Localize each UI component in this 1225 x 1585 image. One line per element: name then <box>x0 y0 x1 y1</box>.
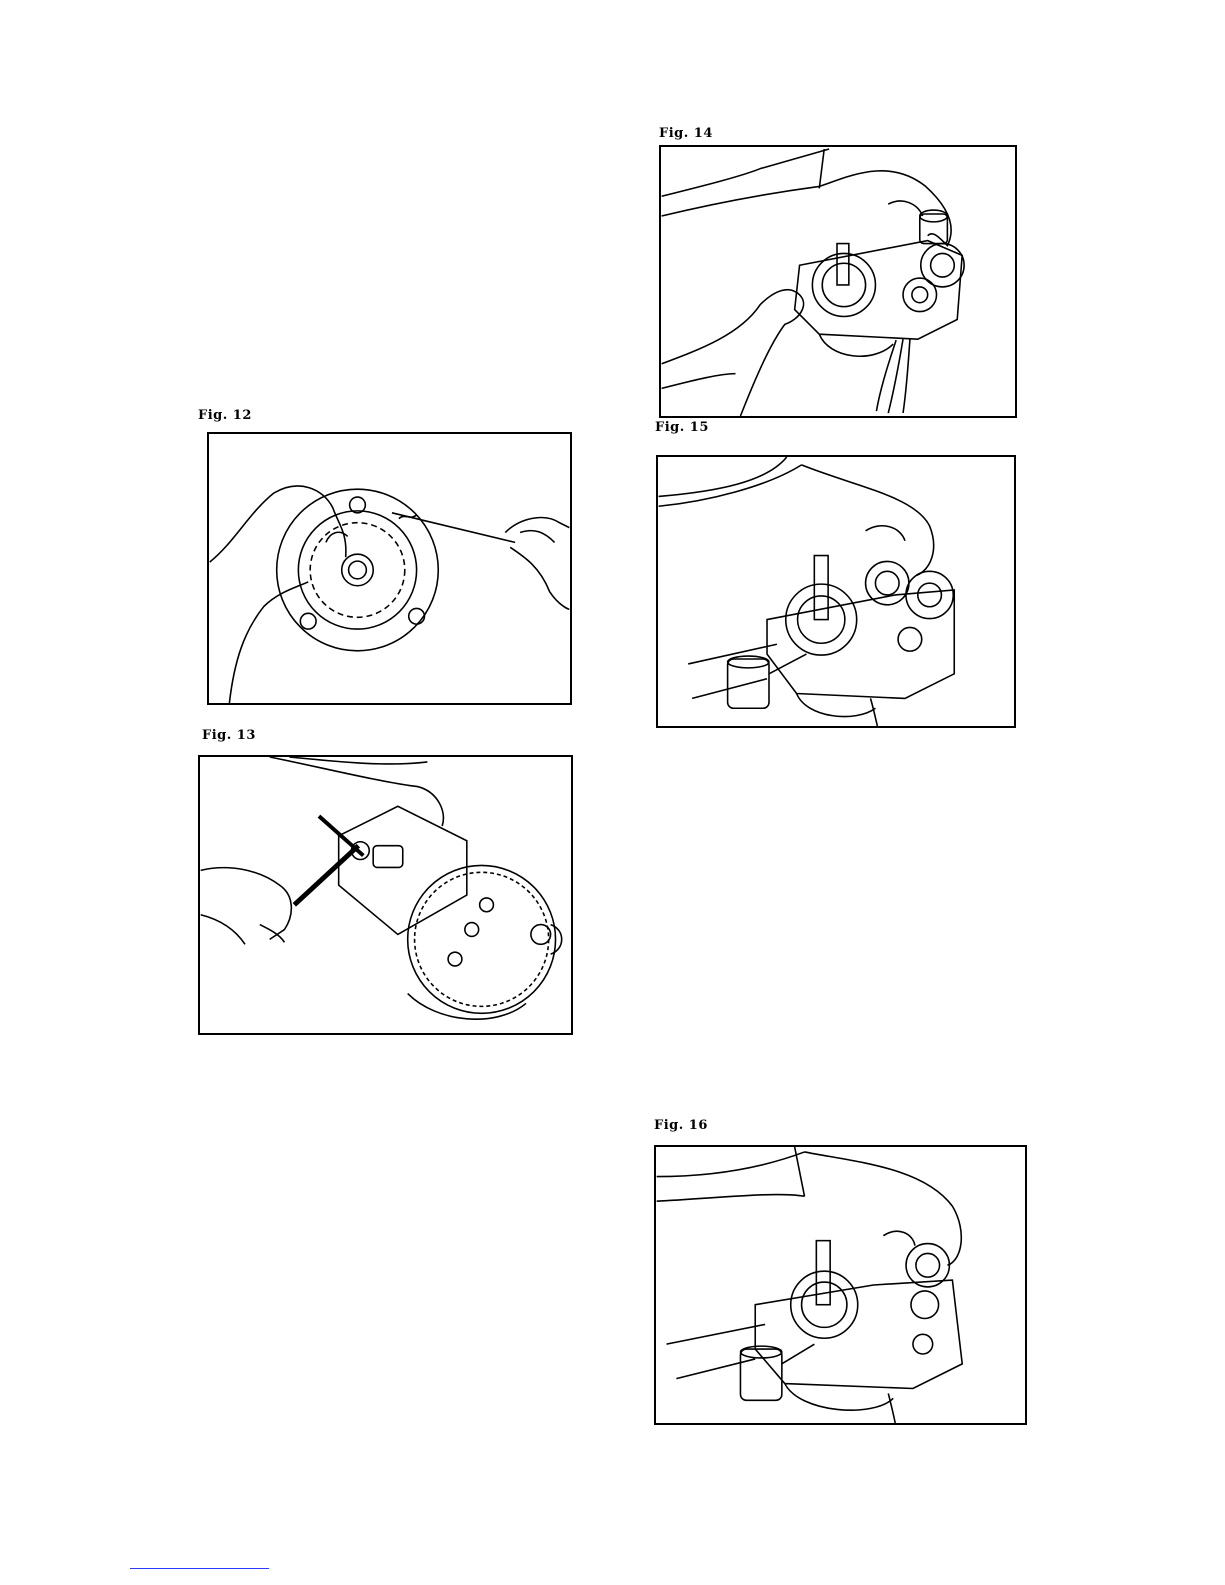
gear-removal-drawing <box>661 147 1015 416</box>
gear-fitting-drawing <box>656 1147 1025 1423</box>
fig-16-illustration <box>654 1145 1027 1425</box>
fig-14-illustration <box>659 145 1017 418</box>
fig-14-caption: Fig. 14 <box>659 126 713 141</box>
fig-12-illustration <box>207 432 572 705</box>
clutch-spring-drawing <box>209 434 570 703</box>
fig-15-illustration <box>656 455 1016 728</box>
fig-13-illustration <box>198 755 573 1035</box>
footer-rule <box>130 1568 269 1569</box>
gear-installation-drawing <box>658 457 1014 726</box>
fig-12-caption: Fig. 12 <box>198 408 252 423</box>
gear-cover-bolt-drawing <box>200 757 571 1033</box>
fig-15-caption: Fig. 15 <box>655 420 709 435</box>
fig-16-caption: Fig. 16 <box>654 1118 708 1133</box>
fig-13-caption: Fig. 13 <box>202 728 256 743</box>
